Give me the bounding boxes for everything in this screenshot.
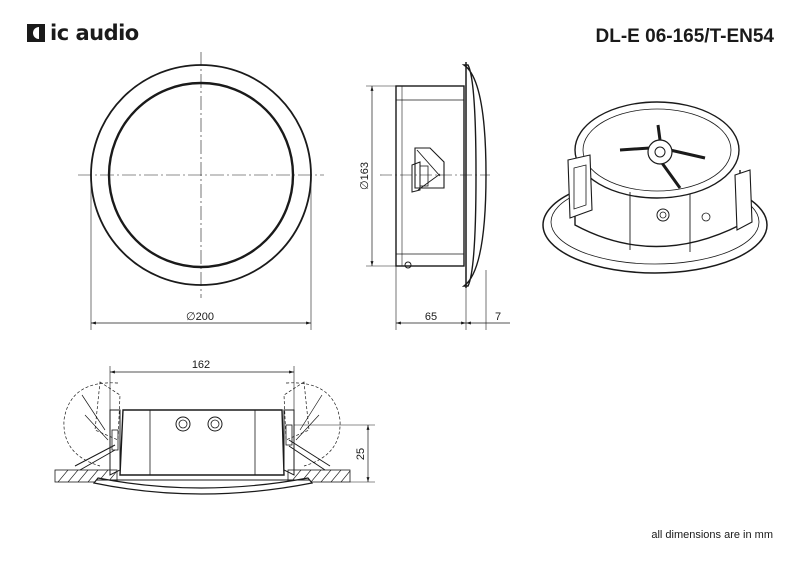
dim-25-label: 25 bbox=[355, 448, 367, 460]
side-view bbox=[366, 62, 510, 330]
units-note: all dimensions are in mm bbox=[651, 529, 773, 541]
brand-name: ic audio bbox=[50, 21, 139, 45]
brand-logo-icon bbox=[27, 24, 45, 42]
dim-7-label: 7 bbox=[495, 311, 501, 323]
model-title: DL-E 06-165/T-EN54 bbox=[595, 26, 774, 47]
perspective-view bbox=[542, 101, 768, 274]
brand-logo: ic audio bbox=[27, 21, 139, 45]
dim-162-label: 162 bbox=[192, 359, 210, 371]
dim-163-label: ∅163 bbox=[359, 162, 371, 190]
section-view bbox=[54, 366, 375, 495]
dim-200-label: ∅200 bbox=[186, 311, 214, 323]
dim-65-label: 65 bbox=[425, 311, 437, 323]
front-view bbox=[78, 52, 324, 330]
